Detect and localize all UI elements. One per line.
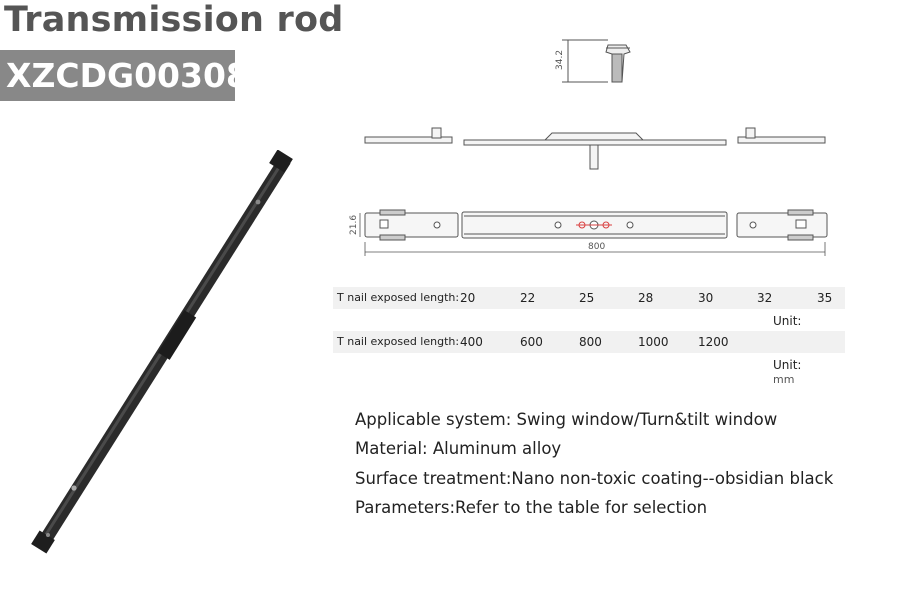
product-code-badge: XZCDG00308 [0,50,249,101]
table-cell: 1000 [638,335,669,349]
unit-label: Unit: mm [773,358,801,386]
table-cell: 800 [579,335,602,349]
cross-section-view [562,39,631,83]
table-row: T nail exposed length: 20 22 25 28 30 32… [333,287,845,309]
length-dimension: 800 [588,242,605,252]
height-dimension: 34.2 [555,50,565,70]
table-cell: 28 [638,291,654,305]
spec-system: Applicable system: Swing window/Turn&til… [355,410,778,429]
spec-parameters: Parameters:Refer to the table for select… [355,497,708,517]
table-cell: 22 [520,291,536,305]
unit-text: Unit: [773,358,802,372]
table-cell: 32 [757,291,773,305]
spec-surface: Surface treatment:Nano non-toxic coating… [355,468,834,488]
table-cell: 35 [817,291,833,305]
technical-drawing: 34.2 21.6 800 [349,39,828,256]
spec-description: Applicable system: Swing window/Turn&til… [355,405,833,522]
spec-material: Material: Aluminum alloy [355,439,562,459]
center-markers [576,221,612,229]
side-view [364,127,826,170]
rod-image [31,150,293,554]
table-row: T nail exposed length: 400 600 800 1000 … [333,331,845,353]
table-cell: 30 [698,291,714,305]
table-cell: 1200 [698,335,729,349]
table-cell: 400 [460,335,483,349]
product-title: Transmission rod [4,0,344,40]
table-cell: 25 [579,291,595,305]
width-dimension: 21.6 [349,215,359,235]
table-cell: 20 [460,291,476,305]
table-cell: 600 [520,335,543,349]
table-row-label: T nail exposed length: [337,291,460,304]
product-photo [31,150,293,554]
table-row-label: T nail exposed length: [337,335,460,348]
unit-text: Unit: [773,314,802,328]
unit-value: mm [773,373,795,386]
